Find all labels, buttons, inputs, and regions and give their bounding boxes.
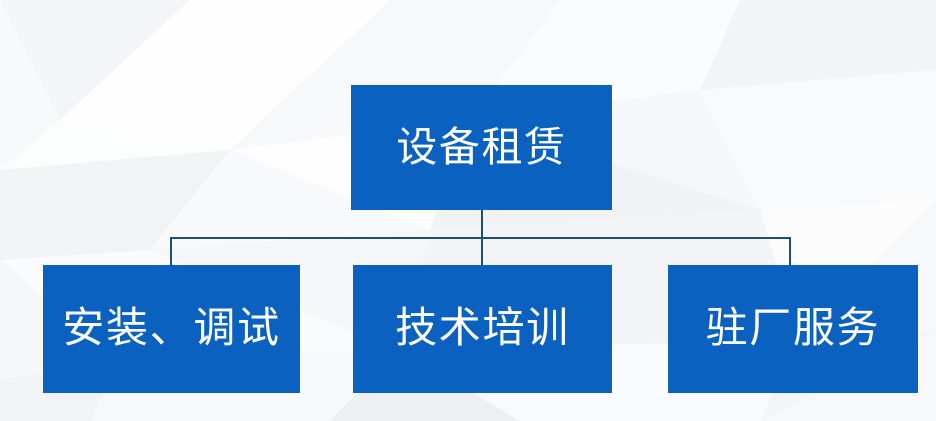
node-root-label: 设备租赁 <box>396 123 567 170</box>
node-child-technical-training[interactable]: 技术培训 <box>353 265 612 393</box>
node-child-2-label: 驻厂服务 <box>705 305 881 352</box>
node-child-onsite-factory-service[interactable]: 驻厂服务 <box>668 265 918 393</box>
node-root-equipment-rental[interactable]: 设备租赁 <box>351 85 612 210</box>
node-child-0-label: 安装、调试 <box>62 305 281 352</box>
node-child-installation-debugging[interactable]: 安装、调试 <box>43 265 300 393</box>
node-child-1-label: 技术培训 <box>395 305 570 352</box>
